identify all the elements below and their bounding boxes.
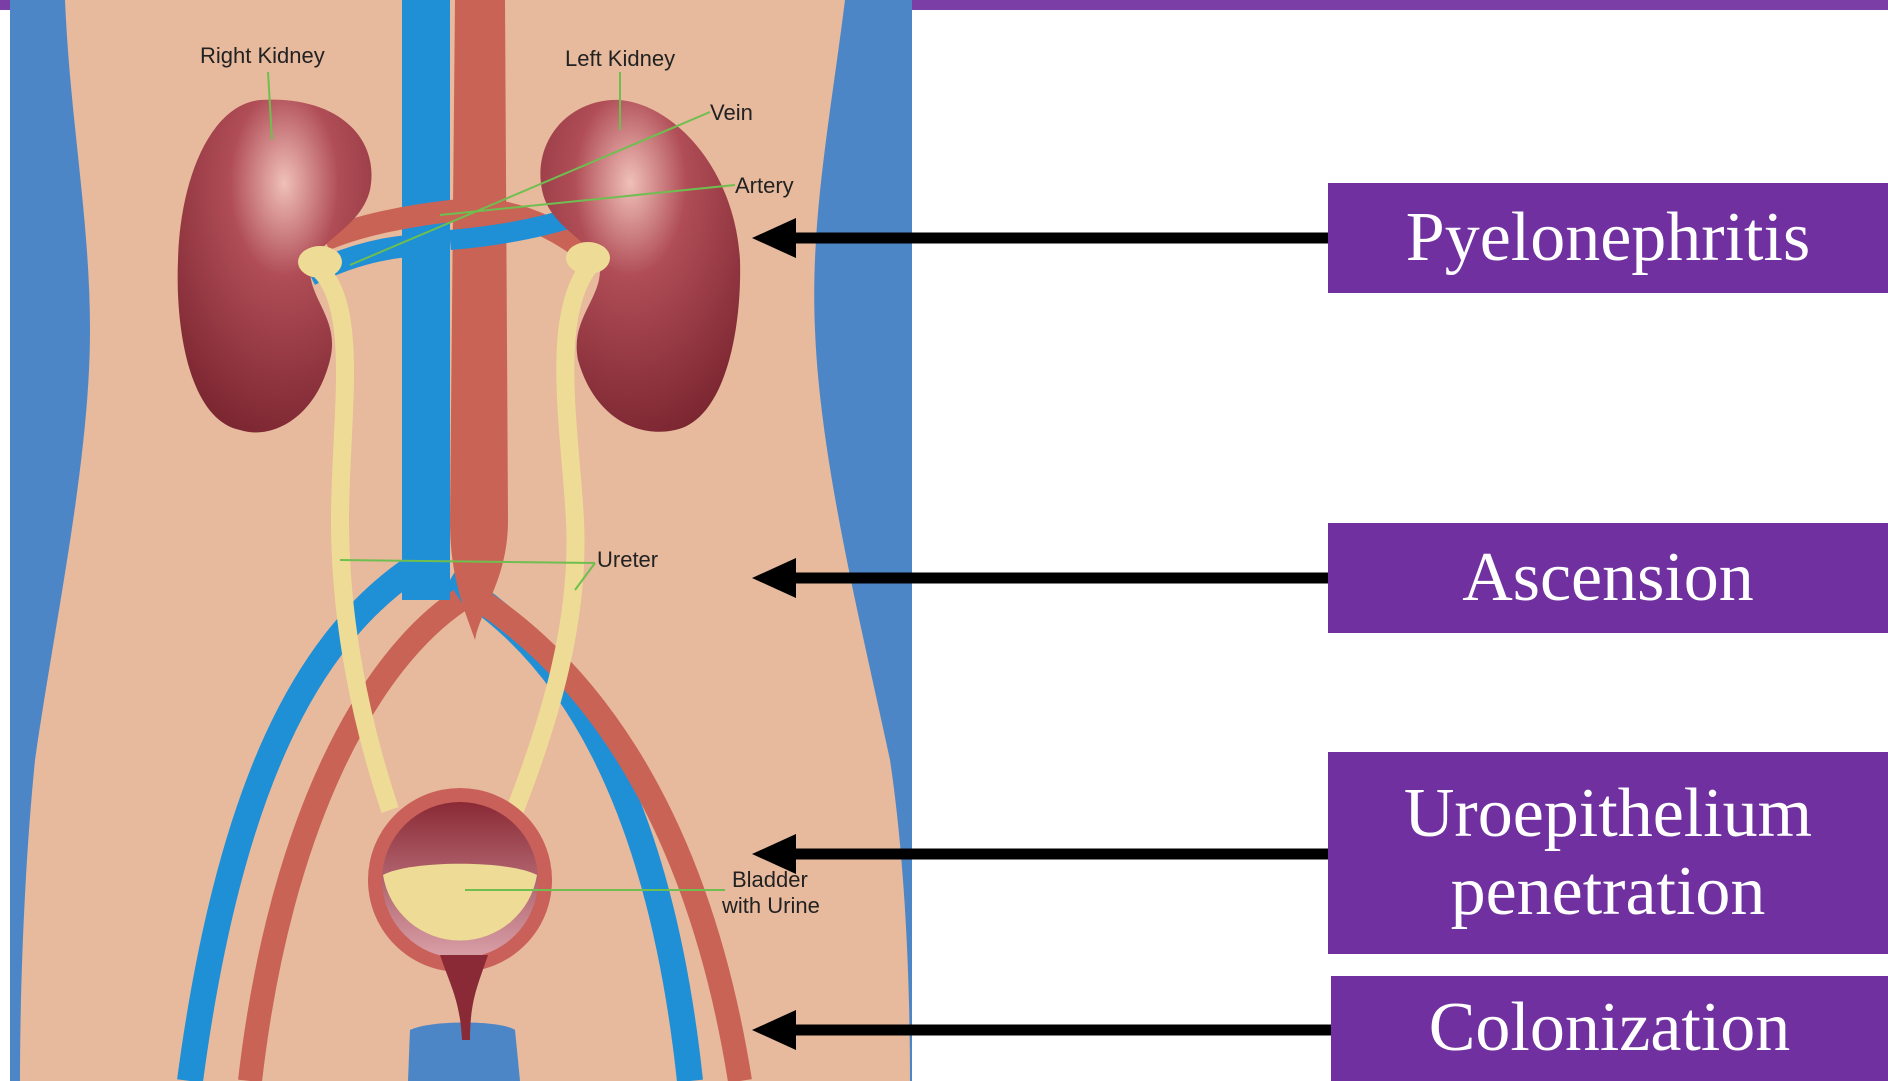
stage-pyelonephritis-label: Pyelonephritis [1406, 199, 1810, 277]
stage-pyelonephritis: Pyelonephritis [1328, 183, 1888, 293]
arrow-ascension [752, 558, 1332, 598]
label-vein: Vein [710, 100, 753, 125]
aorta [450, 0, 508, 640]
stage-uroepithelium-line1: Uroepithelium [1404, 775, 1812, 853]
stage-colonization: Colonization [1331, 976, 1888, 1081]
vena-cava [402, 0, 450, 600]
stage-ascension-label: Ascension [1462, 539, 1754, 617]
urinary-tract-diagram: Right Kidney Left Kidney Vein Artery Ure… [10, 0, 912, 1081]
stage-uroepithelium-line2: penetration [1451, 853, 1766, 931]
arrow-pyelonephritis [752, 218, 1332, 258]
stage-ascension: Ascension [1328, 523, 1888, 633]
stage-colonization-label: Colonization [1429, 989, 1791, 1067]
label-bladder-line2: with Urine [721, 893, 820, 918]
label-ureter: Ureter [597, 547, 658, 572]
stage-uroepithelium-penetration: Uroepithelium penetration [1328, 752, 1888, 954]
arrow-uroepithelium [752, 834, 1332, 874]
label-left-kidney: Left Kidney [565, 46, 675, 71]
arrow-colonization [752, 1010, 1332, 1050]
label-right-kidney: Right Kidney [200, 43, 325, 68]
label-artery: Artery [735, 173, 794, 198]
